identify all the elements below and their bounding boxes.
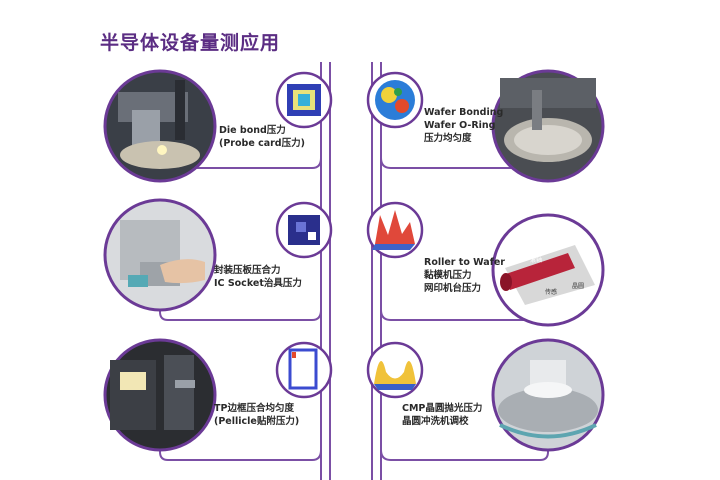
wafer-pressure-map-icon xyxy=(366,71,424,129)
label-line: Die bond压力 xyxy=(219,125,286,136)
label-line: (Probe card压力) xyxy=(219,138,305,149)
label-line: (Pellicle贴附压力) xyxy=(214,416,300,427)
label-tp-frame: TP边框压合均匀度 (Pellicle贴附压力) xyxy=(214,402,299,428)
wafer-chuck-photo xyxy=(491,69,605,183)
page-title: 半导体设备量测应用 xyxy=(100,32,281,54)
frame-pressure-map-icon xyxy=(275,341,333,399)
label-line: 封装压板压合力 xyxy=(214,265,281,276)
roller-3d-pressure-icon xyxy=(366,201,424,259)
cmp-polishing-head-photo xyxy=(491,338,605,452)
illustration-label-wafer: 晶圆 xyxy=(572,283,584,290)
ic-socket-hand-photo xyxy=(103,198,217,312)
label-line: Wafer O-Ring xyxy=(424,120,496,131)
roller-on-sheet-illustration xyxy=(491,213,605,327)
label-line: IC Socket治具压力 xyxy=(214,278,302,289)
tp-frame-press-photo xyxy=(103,338,217,452)
label-line: Roller to Wafer xyxy=(424,257,505,268)
label-line: Wafer Bonding xyxy=(424,107,504,118)
label-roller-to-wafer: Roller to Wafer 黏模机压力 网印机台压力 xyxy=(424,256,505,295)
cmp-3d-pressure-icon xyxy=(366,341,424,399)
label-line: 黏模机压力 xyxy=(424,270,472,281)
die-bonder-machine-photo xyxy=(103,69,217,183)
illustration-label-roller: 滚轴 xyxy=(530,256,542,264)
label-line: 晶圆冲洗机调校 xyxy=(402,416,469,427)
label-line: TP边框压合均匀度 xyxy=(214,403,294,414)
label-line: CMP晶圆抛光压力 xyxy=(402,403,483,414)
socket-pressure-map-icon xyxy=(275,201,333,259)
label-wafer-bonding: Wafer Bonding Wafer O-Ring 压力均匀度 xyxy=(424,106,503,145)
label-cmp: CMP晶圆抛光压力 晶圆冲洗机调校 xyxy=(402,402,482,428)
label-line: 网印机台压力 xyxy=(424,283,482,294)
label-ic-socket: 封装压板压合力 IC Socket治具压力 xyxy=(214,264,302,290)
label-die-bond: Die bond压力 (Probe card压力) xyxy=(219,124,305,150)
label-line: 压力均匀度 xyxy=(424,133,472,144)
square-pressure-map-icon xyxy=(275,71,333,129)
illustration-label-sensor: 传感 xyxy=(545,288,557,296)
